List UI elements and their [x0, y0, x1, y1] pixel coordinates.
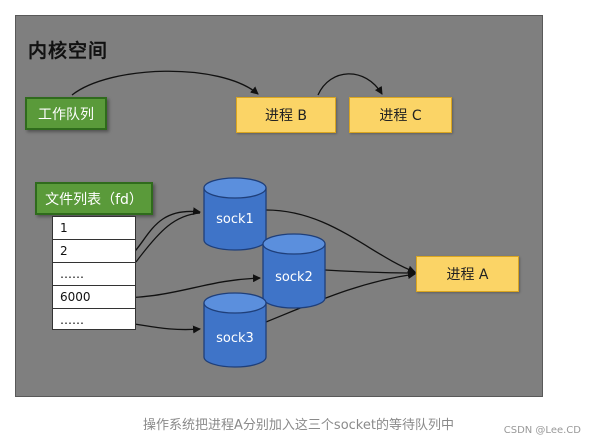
work-queue-box: 工作队列 [25, 97, 107, 130]
fd-row: …… [60, 313, 84, 327]
arrow-sock2-to-a [324, 268, 416, 277]
figure-caption: 操作系统把进程A分别加入这三个socket的等待队列中 [143, 418, 454, 433]
sock1-label: sock1 [216, 212, 254, 227]
fd-row: 6000 [53, 286, 135, 309]
sock2-cylinder: sock2 [262, 233, 326, 309]
line-fd-to-sock1-b [135, 212, 201, 263]
process-c-box: 进程 C [349, 97, 452, 133]
sock2-label: sock2 [275, 270, 313, 285]
fd-row: 1 [53, 217, 135, 240]
arrow-sock3-to-a [265, 271, 416, 323]
sock3-label: sock3 [216, 331, 254, 346]
sock1-cylinder: sock1 [203, 177, 267, 251]
sock3-cylinder: sock3 [203, 292, 267, 368]
fd-row: 2 [53, 240, 135, 263]
panel-title: 内核空间 [28, 40, 109, 62]
arrow-workqueue-to-b [71, 70, 259, 96]
process-a-box: 进程 A [416, 256, 519, 292]
process-b-box: 进程 B [236, 97, 336, 133]
source-credit: CSDN @Lee.CD [503, 425, 581, 436]
fd-list-header: 文件列表（fd） [35, 182, 153, 215]
fd-table: 1 2 …… 6000 …… [52, 216, 136, 330]
arrow-sock1-to-a [265, 209, 416, 274]
fd-row: …… [53, 263, 135, 286]
arrow-b-to-c [317, 73, 383, 96]
